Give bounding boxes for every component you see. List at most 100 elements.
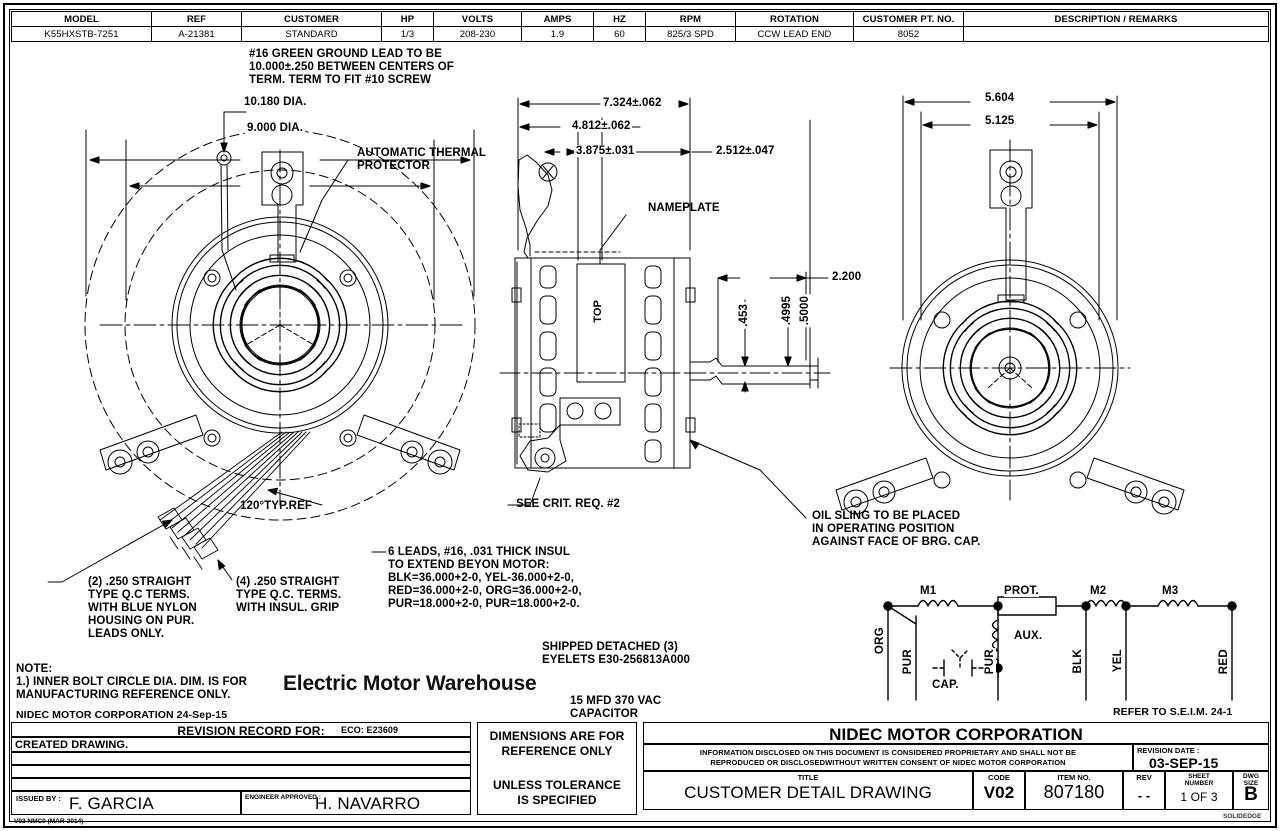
wiring-label-m2: M2: [1090, 585, 1107, 597]
col-customer-pt-no: CUSTOMER PT. NO.: [853, 11, 964, 27]
dimension-10180-dia: 10.180 DIA.: [242, 96, 309, 108]
label-top: TOP: [592, 300, 604, 323]
item-no-value: 807180: [1043, 782, 1105, 802]
val-model: K55HXSTB-7251: [11, 26, 152, 42]
watermark-text: Electric Motor Warehouse: [283, 672, 537, 695]
col-amps: AMPS: [521, 11, 594, 27]
engineer-approved-value: H. NAVARRO: [315, 794, 421, 813]
annotation-shipped-detached: SHIPPED DETACHED (3) EYELETS E30-256813A…: [542, 641, 690, 666]
proprietary-notice: INFORMATION DISCLOSED ON THIS DOCUMENT I…: [699, 748, 1077, 767]
val-customer-pt-no: 8052: [853, 26, 964, 42]
dimension-4995: .4995: [781, 294, 793, 328]
dimension-2200: 2.200: [830, 271, 864, 283]
annotation-typ-ref: 120°TYP.REF: [240, 500, 312, 512]
revision-row-1: [11, 737, 471, 752]
drawing-title-label: TITLE: [797, 773, 819, 782]
annotation-company-date: NIDEC MOTOR CORPORATION 24-Sep-15: [16, 709, 228, 721]
code-label: CODE: [988, 773, 1010, 782]
revision-row-3: [11, 765, 471, 778]
title-block: REVISION RECORD FOR: ECO: E23609 CREATED…: [11, 722, 1269, 825]
val-hp: 1/3: [381, 26, 434, 42]
annotation-nameplate: NAMEPLATE: [648, 202, 720, 214]
tolerance-note-1: DIMENSIONS ARE FOR REFERENCE ONLY: [489, 729, 625, 758]
sheet-number-cell: [1165, 771, 1233, 810]
revision-record-label: REVISION RECORD FOR:: [177, 724, 325, 738]
annotation-ground-lead: #16 GREEN GROUND LEAD TO BE 10.000±.250 …: [249, 48, 454, 86]
revision-date-label: REVISION DATE :: [1137, 746, 1200, 755]
revision-record-header: [11, 722, 471, 737]
col-ref: REF: [151, 11, 242, 27]
dimension-5604: 5.604: [983, 92, 1017, 104]
issued-by-value: F. GARCIA: [69, 794, 154, 813]
tolerance-note-2: UNLESS TOLERANCE IS SPECIFIED: [492, 778, 622, 807]
col-description-remarks: DESCRIPTION / REMARKS: [963, 11, 1269, 27]
dimension-7324: 7.324±.062: [601, 97, 664, 109]
engineer-approved-cell: [241, 791, 471, 815]
wiring-label-prot: PROT.: [1004, 585, 1039, 597]
col-hp: HP: [381, 11, 434, 27]
dwg-size-label: DWG SIZE: [1243, 773, 1259, 787]
table-value-row: K55HXSTB-7251 A-21381 STANDARD 1/3 208-2…: [11, 26, 1269, 42]
rev-label: REV: [1136, 773, 1152, 782]
annotation-oil-sling: OIL SLING TO BE PLACED IN OPERATING POSI…: [812, 510, 981, 548]
revision-row-1-text: CREATED DRAWING.: [15, 739, 129, 751]
rev-cell: [1123, 771, 1165, 810]
issued-by-cell: [11, 791, 241, 815]
company-name-cell: [643, 722, 1269, 744]
wiring-lead-blk: BLK: [1072, 648, 1084, 675]
dwg-size-cell: [1233, 771, 1269, 810]
wiring-label-aux: AUX.: [1014, 630, 1043, 642]
annotation-capacitor: 15 MFD 370 VAC CAPACITOR: [570, 695, 662, 720]
val-volts: 208-230: [433, 26, 522, 42]
form-code: V02 NMC0 (MAR-2014): [14, 818, 84, 825]
col-model: MODEL: [11, 11, 152, 27]
annotation-terms-4: (4) .250 STRAIGHT TYPE Q.C. TERMS. WITH …: [236, 576, 342, 614]
code-value: V02: [983, 783, 1015, 802]
eco-number: ECO: E23609: [341, 725, 399, 735]
code-cell: [973, 771, 1025, 810]
annotation-refer-seim: REFER TO S.E.I.M. 24-1: [1113, 706, 1233, 718]
table-header-row: MODEL REF CUSTOMER HP VOLTS AMPS HZ RPM …: [11, 11, 1269, 27]
revision-date-cell: [1133, 744, 1269, 771]
annotation-thermal-protector: AUTOMATIC THERMAL PROTECTOR: [357, 147, 487, 172]
dimension-2512: 2.512±.047: [714, 145, 777, 157]
sheet-border-outer: [3, 3, 1277, 828]
col-rpm: RPM: [645, 11, 736, 27]
wiring-lead-yel: YEL: [1112, 648, 1124, 674]
dimension-3875: 3.875±.031: [574, 145, 637, 157]
dimension-5000: .5000: [799, 294, 811, 328]
wiring-lead-org: ORG: [874, 626, 886, 656]
wiring-label-m1: M1: [920, 585, 937, 597]
annotation-crit-req: SEE CRIT. REQ. #2: [516, 498, 620, 510]
item-no-label: ITEM NO.: [1057, 773, 1091, 782]
val-rpm: 825/3 SPD: [645, 26, 736, 42]
col-volts: VOLTS: [433, 11, 522, 27]
engineer-approved-label: ENGINEER APPROVED :: [245, 794, 321, 801]
sheet-border-inner: [9, 9, 1271, 822]
revision-date-value: 03-SEP-15: [1149, 755, 1219, 771]
sheet-number-label: SHEET NUMBER: [1184, 773, 1214, 787]
sheet-number-value: 1 OF 3: [1180, 790, 1218, 804]
val-customer: STANDARD: [241, 26, 382, 42]
wiring-label-cap: CAP.: [932, 679, 959, 691]
val-amps: 1.9: [521, 26, 594, 42]
dimension-9000-dia: 9.000 DIA.: [245, 122, 305, 134]
dimension-5125: 5.125: [983, 115, 1017, 127]
val-hz: 60: [593, 26, 646, 42]
drawing-title-value: CUSTOMER DETAIL DRAWING: [684, 783, 932, 802]
val-description-remarks: [963, 26, 1269, 42]
company-name: NIDEC MOTOR CORPORATION: [829, 725, 1083, 744]
val-ref: A-21381: [151, 26, 242, 42]
annotation-leads: 6 LEADS, #16, .031 THICK INSUL TO EXTEND…: [388, 546, 582, 610]
proprietary-notice-cell: [643, 744, 1133, 771]
col-hz: HZ: [593, 11, 646, 27]
rev-value: - -: [1137, 788, 1151, 803]
issued-by-label: ISSUED BY :: [16, 794, 61, 803]
revision-row-2: [11, 752, 471, 765]
revision-row-4: [11, 778, 471, 791]
dimension-4812: 4.812±.062: [570, 120, 633, 132]
tolerance-note-cell: [477, 722, 637, 815]
annotation-note: NOTE: 1.) INNER BOLT CIRCLE DIA. DIM. IS…: [16, 663, 248, 701]
specification-table: MODEL REF CUSTOMER HP VOLTS AMPS HZ RPM …: [11, 11, 1269, 42]
